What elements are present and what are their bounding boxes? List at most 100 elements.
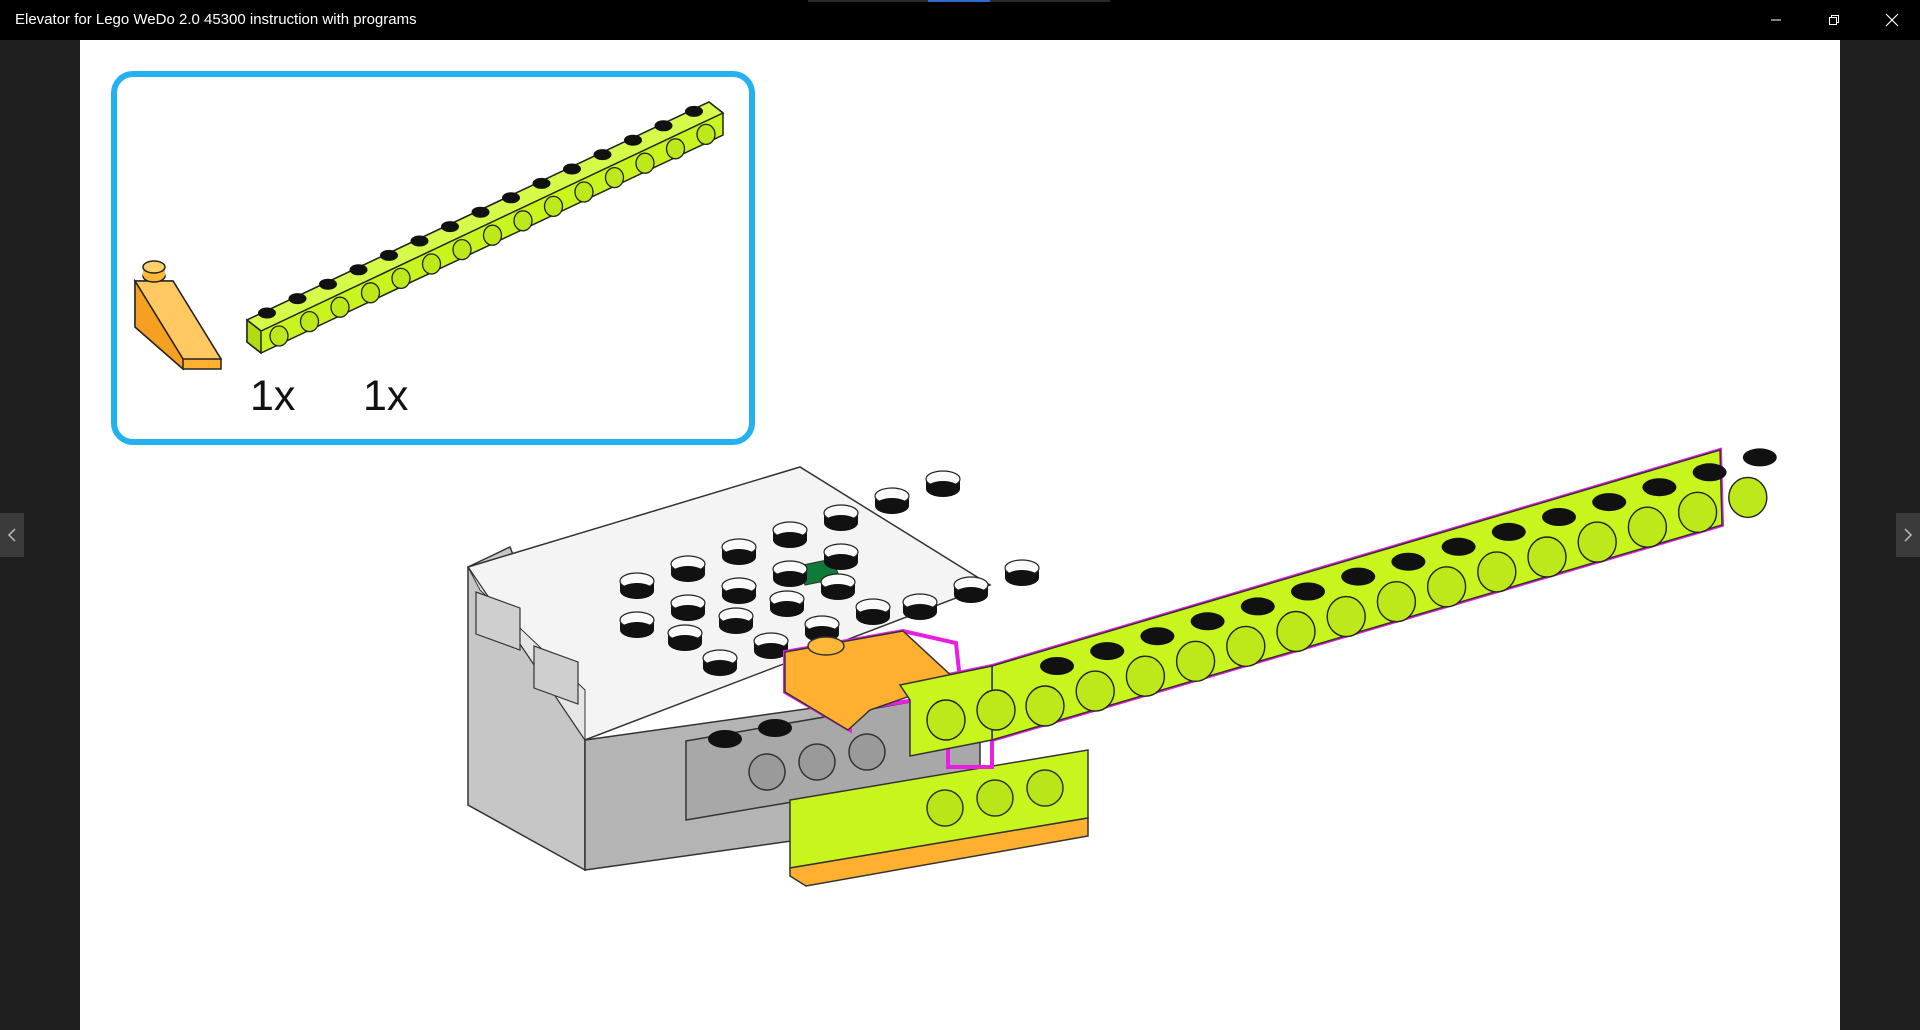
- next-page-button[interactable]: [1896, 513, 1920, 557]
- stud: [532, 177, 551, 189]
- beam-hole: [1125, 655, 1166, 697]
- stud: [722, 588, 756, 604]
- beam-hole: [1477, 551, 1517, 593]
- beam-hole: [1226, 625, 1266, 668]
- beam-hole: [604, 166, 625, 189]
- beam-hole: [330, 296, 350, 318]
- instruction-page: 1x 1x: [80, 40, 1840, 1030]
- stud: [620, 583, 654, 599]
- beam-hole: [421, 253, 442, 275]
- close-button[interactable]: [1864, 0, 1920, 40]
- stud: [926, 481, 960, 497]
- stud: [1642, 478, 1677, 497]
- stud: [410, 235, 429, 247]
- new-parts-highlight: [783, 447, 1777, 769]
- maximize-button[interactable]: [1806, 0, 1862, 40]
- stud: [773, 571, 807, 587]
- minimize-icon: [1771, 19, 1781, 21]
- stud: [1542, 508, 1576, 526]
- beam-hole: [360, 282, 381, 304]
- part-quantity: 1x: [250, 372, 296, 420]
- stud: [441, 221, 459, 233]
- beam-hole: [543, 195, 564, 218]
- stud: [502, 192, 520, 204]
- grey-beam-image: [685, 689, 981, 821]
- model-illustration: [466, 447, 1777, 887]
- beam-hole: [1276, 610, 1316, 653]
- stud: [1692, 463, 1727, 482]
- beam-hole: [926, 699, 966, 741]
- stud: [288, 293, 307, 305]
- beam-hole: [1426, 566, 1467, 608]
- beam-hole: [696, 123, 716, 146]
- title-indicator: [808, 0, 928, 2]
- beam-hole: [1075, 670, 1115, 712]
- stud: [1140, 627, 1175, 646]
- title-indicator: [990, 0, 1110, 2]
- stud: [1291, 582, 1325, 601]
- stud: [903, 604, 937, 620]
- parts-illustration: [133, 101, 725, 371]
- stud: [1592, 493, 1627, 512]
- beam-hole: [665, 138, 686, 160]
- stud: [1491, 522, 1526, 541]
- lime-base-brick-image: [789, 749, 1089, 887]
- stud: [620, 622, 654, 638]
- lime-technic-beam-image: [245, 101, 725, 355]
- restore-icon: [1829, 15, 1839, 25]
- beam-hole: [1677, 491, 1718, 533]
- stud: [824, 515, 858, 531]
- stud: [471, 206, 490, 218]
- stud: [671, 566, 705, 582]
- stud: [773, 532, 807, 548]
- stud: [563, 163, 581, 175]
- stud: [1391, 552, 1426, 571]
- stud: [349, 264, 368, 276]
- beam-hole: [269, 325, 289, 347]
- stud: [1005, 570, 1039, 586]
- stud: [754, 643, 788, 659]
- stud: [319, 278, 337, 290]
- stud: [380, 249, 398, 261]
- beam-hole: [1728, 476, 1768, 519]
- stud: [703, 660, 737, 676]
- parts-list-box: 1x 1x: [111, 71, 755, 445]
- beam-hole: [574, 181, 594, 203]
- beam-hole: [513, 210, 533, 232]
- stud: [719, 618, 753, 634]
- part-quantity: 1x: [363, 372, 409, 420]
- stud: [856, 609, 890, 625]
- stud: [954, 587, 988, 603]
- beam-hole: [1627, 506, 1668, 548]
- beam-hole: [452, 238, 472, 261]
- beam-hole: [1175, 640, 1216, 682]
- stud: [1040, 657, 1074, 675]
- title-bar: Elevator for Lego WeDo 2.0 45300 instruc…: [0, 0, 1920, 40]
- title-indicator-active: [928, 0, 990, 2]
- beam-hole: [299, 310, 320, 333]
- stud: [668, 635, 702, 651]
- stud: [654, 120, 673, 132]
- beam-hole: [976, 689, 1016, 731]
- stud: [770, 601, 804, 617]
- minimize-button[interactable]: [1748, 0, 1804, 40]
- stud: [821, 584, 855, 600]
- beam-hole: [482, 224, 503, 246]
- beam-hole: [1376, 581, 1417, 623]
- close-icon: [1885, 13, 1899, 27]
- beam-hole: [1025, 685, 1065, 727]
- stud: [258, 307, 276, 319]
- beam-hole: [1577, 521, 1617, 563]
- stud: [1341, 567, 1376, 586]
- beam-hole: [1527, 536, 1567, 578]
- chevron-right-icon: [1904, 528, 1913, 542]
- stud: [722, 549, 756, 565]
- stud: [1240, 597, 1275, 616]
- beam-hole: [1326, 595, 1366, 638]
- stud: [1090, 642, 1125, 661]
- previous-page-button[interactable]: [0, 513, 24, 557]
- stud: [671, 605, 705, 621]
- stud: [593, 149, 612, 161]
- beam-hole: [635, 152, 655, 174]
- stud: [1190, 612, 1225, 631]
